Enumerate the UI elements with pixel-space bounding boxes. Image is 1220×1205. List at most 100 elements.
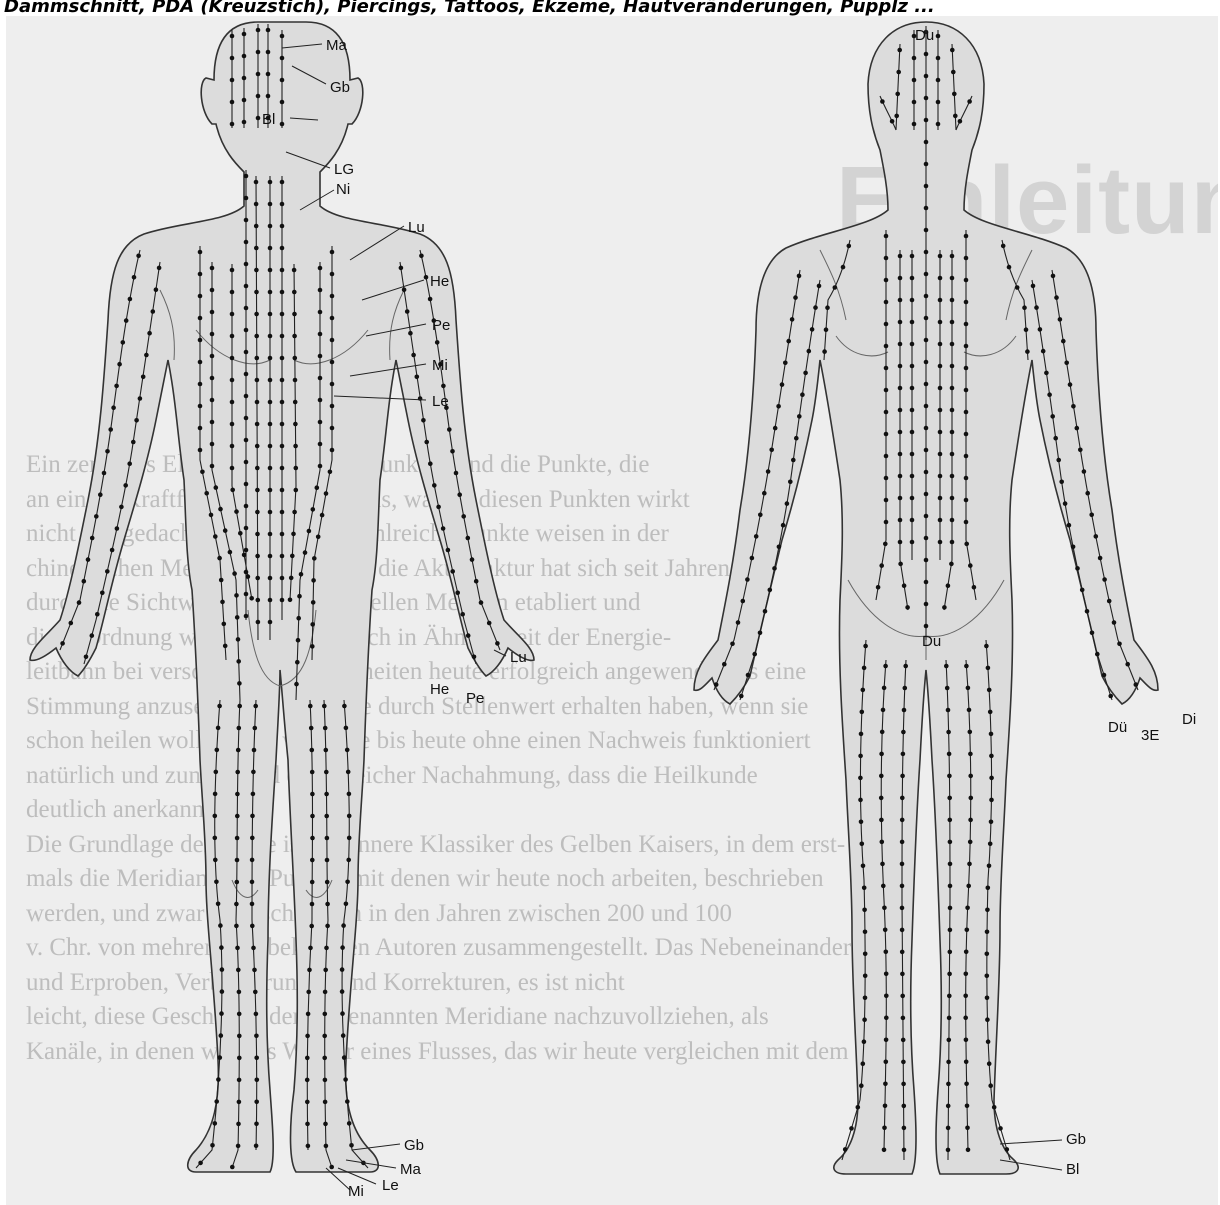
acupoint	[110, 548, 115, 553]
acupoint	[766, 469, 771, 474]
acupoint	[958, 119, 963, 124]
acupoint	[280, 246, 285, 251]
acupoint	[340, 1011, 345, 1016]
acupoint	[863, 930, 868, 935]
acupoint	[322, 1034, 327, 1039]
acupoint	[1078, 448, 1083, 453]
acupoint	[86, 557, 91, 562]
acupoint	[900, 774, 905, 779]
acupoint	[1094, 534, 1099, 539]
acupoint	[280, 466, 285, 471]
acupoint	[884, 388, 889, 393]
acupoint	[936, 100, 941, 105]
acupoint	[210, 420, 215, 425]
acupoint	[898, 430, 903, 435]
acupoint	[897, 48, 902, 53]
label-pe-hand: Pe	[466, 690, 484, 707]
acupoint	[121, 340, 126, 345]
acupoint	[910, 540, 915, 545]
acupoint	[924, 52, 929, 57]
acupoint	[198, 294, 203, 299]
acupoint	[280, 356, 285, 361]
acupoint	[254, 1034, 259, 1039]
acupoint	[254, 1144, 259, 1149]
acupoint	[964, 476, 969, 481]
acupoint	[318, 266, 323, 271]
acupoint	[1098, 556, 1103, 561]
acupoint	[861, 688, 866, 693]
acupoint	[293, 356, 298, 361]
acupoint	[924, 162, 929, 167]
acupoint	[90, 536, 95, 541]
acupoint	[950, 496, 955, 501]
acupoint	[330, 316, 335, 321]
acupoint	[296, 616, 301, 621]
acupoint	[1059, 480, 1064, 485]
acupoint	[905, 605, 910, 610]
acupoint	[466, 633, 471, 638]
acupoint	[1064, 361, 1069, 366]
acupoint	[288, 598, 293, 603]
acupoint	[912, 122, 917, 127]
acupoint	[216, 726, 221, 731]
acupoint	[876, 585, 881, 590]
acupoint	[124, 318, 129, 323]
acupoint	[898, 254, 903, 259]
acupoint	[946, 708, 951, 713]
acupoint	[948, 928, 953, 933]
acupoint	[254, 180, 259, 185]
acupoint	[280, 554, 285, 559]
acupoint	[144, 353, 149, 358]
acupoint	[253, 704, 258, 709]
acupoint	[791, 458, 796, 463]
acupoint	[230, 100, 235, 105]
acupoint	[198, 426, 203, 431]
acupoint	[450, 449, 455, 454]
acupoint	[884, 498, 889, 503]
acupoint	[154, 287, 159, 292]
acupoint	[858, 798, 863, 803]
acupoint	[210, 266, 215, 271]
acupoint	[912, 56, 917, 61]
acupoint	[768, 588, 773, 593]
acupoint	[237, 1100, 242, 1105]
acupoint	[898, 364, 903, 369]
acupoint	[210, 310, 215, 315]
acupoint	[242, 76, 247, 81]
acupoint	[330, 294, 335, 299]
acupoint	[884, 278, 889, 283]
acupoint	[230, 34, 235, 39]
acupoint	[901, 752, 906, 757]
acupoint	[968, 563, 973, 568]
acupoint	[254, 312, 259, 317]
acupoint	[758, 631, 763, 636]
acupoint	[769, 448, 774, 453]
acupoint	[268, 510, 273, 515]
acupoint	[244, 614, 249, 619]
acupoint	[966, 884, 971, 889]
acupoint	[204, 491, 209, 496]
acupoint	[884, 300, 889, 305]
acupoint	[69, 621, 74, 626]
acupoint	[472, 655, 477, 660]
acupoint	[244, 570, 249, 575]
acupoint	[306, 1012, 311, 1017]
acupoint	[95, 612, 100, 617]
acupoint	[250, 836, 255, 841]
acupoint	[98, 492, 103, 497]
acupoint	[910, 408, 915, 413]
acupoint	[252, 748, 257, 753]
acupoint	[342, 1055, 347, 1060]
acupoint	[947, 1038, 952, 1043]
acupoint	[432, 483, 437, 488]
acupoint	[305, 1034, 310, 1039]
acupoint	[901, 1060, 906, 1065]
acupoint	[234, 593, 239, 598]
acupoint	[964, 256, 969, 261]
acupoint	[964, 388, 969, 393]
acupoint	[884, 366, 889, 371]
acupoint	[94, 514, 99, 519]
acupoint	[1068, 382, 1073, 387]
acupoint	[198, 448, 203, 453]
acupoint	[898, 408, 903, 413]
